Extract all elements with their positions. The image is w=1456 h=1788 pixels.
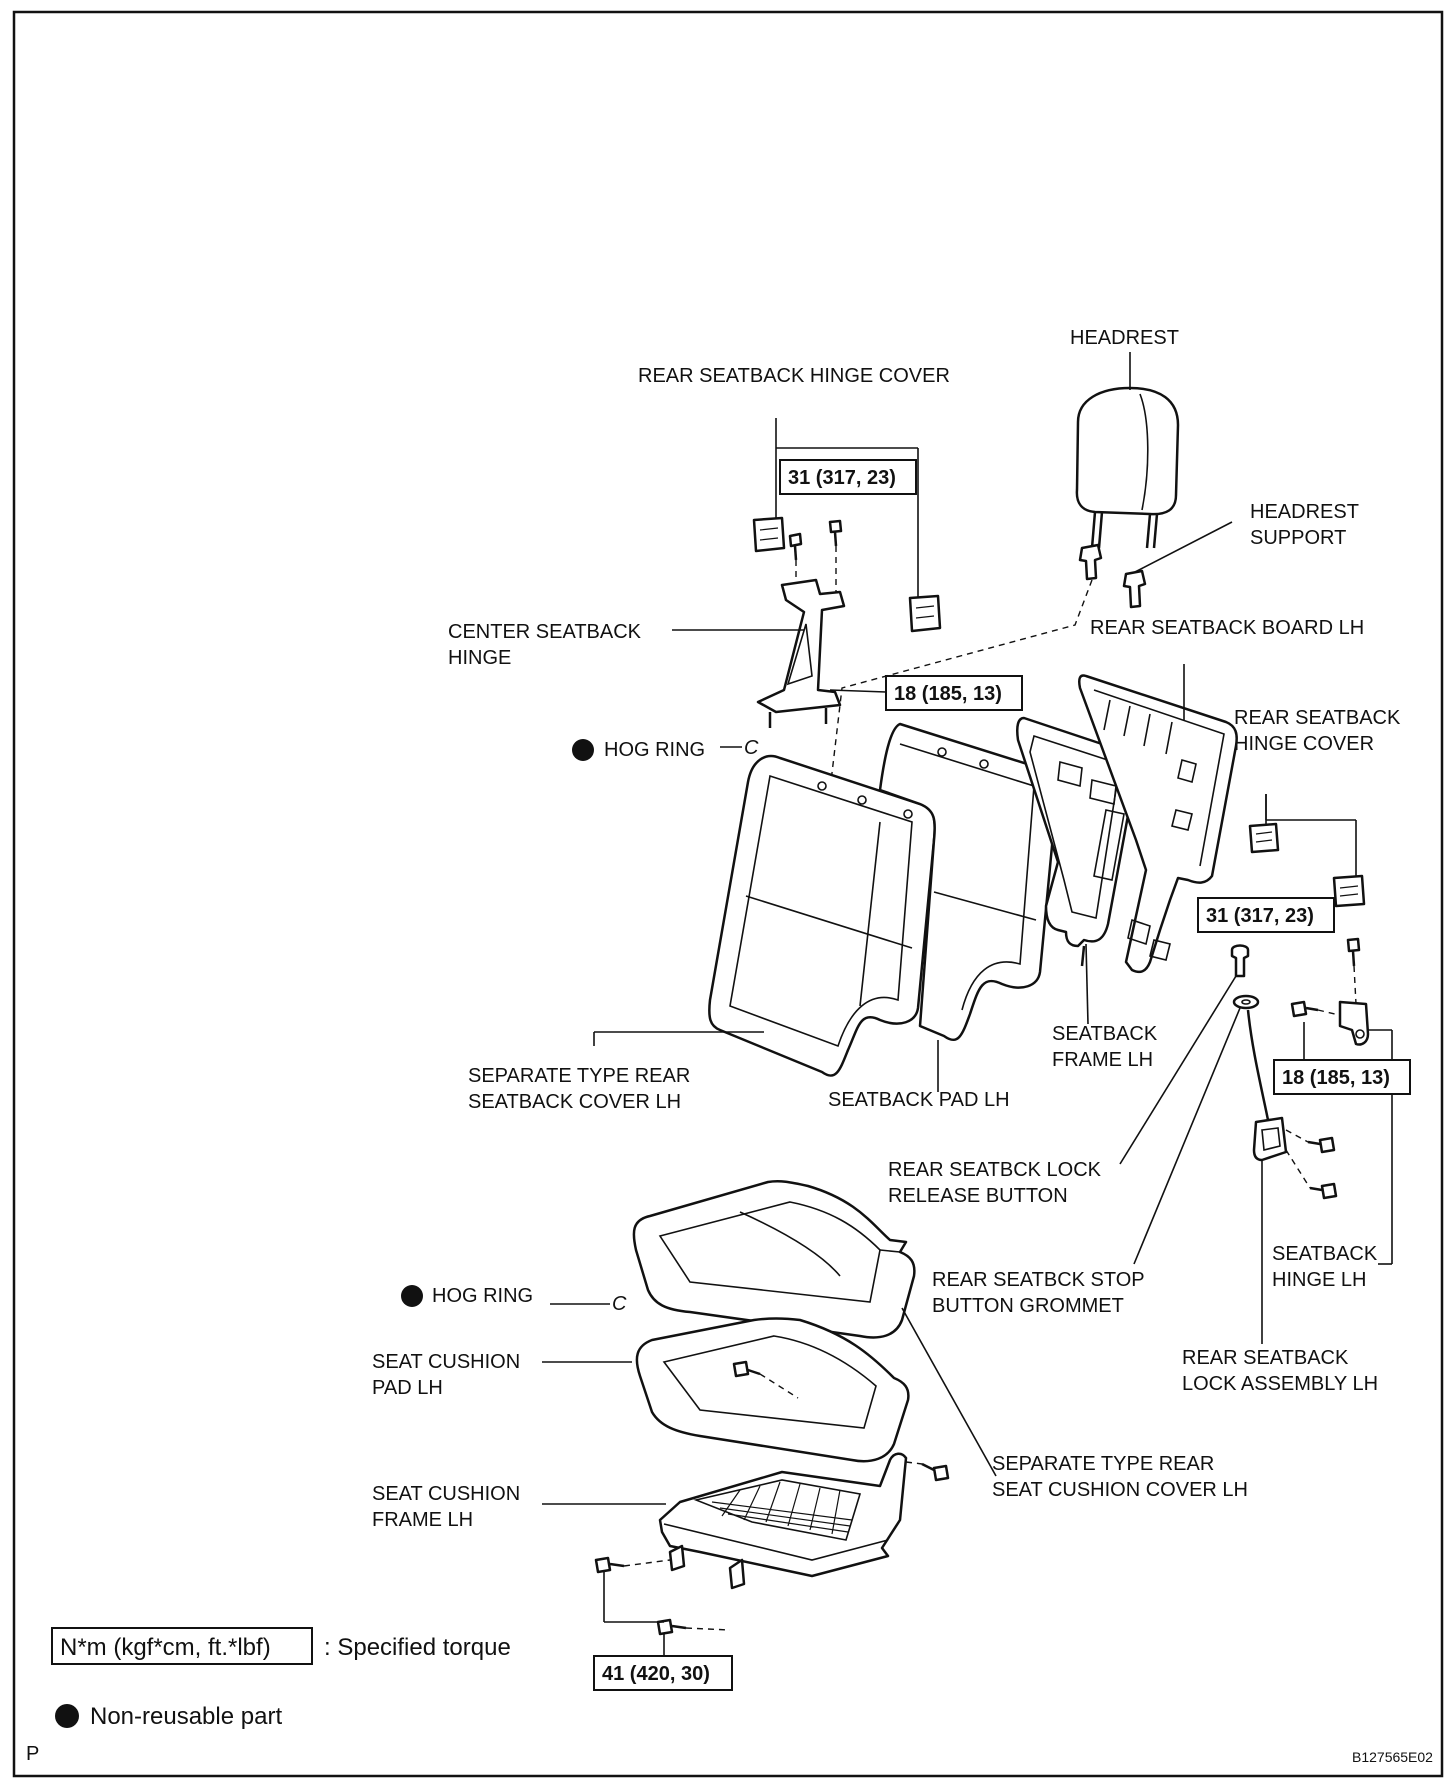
label-hinge-cover-right-2: HINGE COVER xyxy=(1234,733,1374,755)
legend-torque-box xyxy=(51,1627,313,1665)
label-seatback-pad: SEATBACK PAD LH xyxy=(828,1089,1010,1111)
label-center-hinge-1: CENTER SEATBACK xyxy=(448,621,642,643)
stop-button-grommet-part xyxy=(1232,994,1260,1010)
torque-box-hinge-right xyxy=(1197,897,1335,933)
legend-torque-desc: : Specified torque xyxy=(324,1634,511,1661)
legend-torque-units: N*m (kgf*cm, ft.*lbf) xyxy=(60,1634,271,1661)
torque-box-cushion-frame xyxy=(593,1655,733,1691)
seatback-hinge-bolts xyxy=(1290,937,1361,1018)
label-cushion-frame-1: SEAT CUSHION xyxy=(372,1483,520,1505)
hinge-cover-clip-upper xyxy=(1248,822,1280,854)
seat-cushion-cover-part xyxy=(632,1179,916,1339)
hog-ring-glyph-bottom: C xyxy=(612,1293,627,1315)
label-headrest-support-2: SUPPORT xyxy=(1250,527,1346,549)
seat-cushion-frame-part xyxy=(658,1452,950,1590)
label-lock-release-2: RELEASE BUTTON xyxy=(888,1185,1068,1207)
torque-box-seatback-hinge xyxy=(1273,1059,1411,1095)
label-cushion-pad-2: PAD LH xyxy=(372,1377,443,1399)
label-headrest: HEADREST xyxy=(1070,327,1179,349)
label-seatback-hinge-1: SEATBACK xyxy=(1272,1243,1378,1265)
torque-value-seatback-hinge: 18 (185, 13) xyxy=(1282,1067,1390,1089)
center-hinge-bolts xyxy=(788,519,843,561)
label-seatback-cover-2: SEATBACK COVER LH xyxy=(468,1091,681,1113)
label-hog-ring-bottom: HOG RING xyxy=(432,1285,533,1307)
torque-value-cushion-frame: 41 (420, 30) xyxy=(602,1663,710,1685)
legend-non-reusable-text: Non-reusable part xyxy=(90,1703,282,1730)
torque-value-center-hinge: 18 (185, 13) xyxy=(894,683,1002,705)
label-lock-assembly-1: REAR SEATBACK xyxy=(1182,1347,1349,1369)
seat-cushion-pad-part xyxy=(635,1317,910,1463)
torque-value-hinge-right: 31 (317, 23) xyxy=(1206,905,1314,927)
cushion-frame-bolts xyxy=(594,1556,687,1636)
center-seatback-hinge-part xyxy=(756,578,846,728)
seatback-hinge-part xyxy=(1338,1000,1370,1046)
hog-ring-glyph-top: C xyxy=(744,737,759,759)
lock-release-button-part xyxy=(1230,944,1250,978)
label-cushion-cover-2: SEAT CUSHION COVER LH xyxy=(992,1479,1248,1501)
label-headrest-support-1: HEADREST xyxy=(1250,501,1359,523)
label-rear-seatback-hinge-cover-top: REAR SEATBACK HINGE COVER xyxy=(638,365,950,387)
label-lock-assembly-2: LOCK ASSEMBLY LH xyxy=(1182,1373,1378,1395)
hinge-cover-clip-left xyxy=(752,516,786,553)
lock-assembly-part xyxy=(1246,1009,1338,1200)
seatback-cover-part xyxy=(708,754,937,1077)
label-rear-seatback-board: REAR SEATBACK BOARD LH xyxy=(1090,617,1364,639)
torque-value-hinge-top: 31 (317, 23) xyxy=(788,467,896,489)
hinge-cover-clip-right xyxy=(908,594,942,633)
non-reusable-mark-hog-ring-top xyxy=(572,739,594,761)
label-center-hinge-2: HINGE xyxy=(448,647,511,669)
headrest-part xyxy=(1075,386,1180,549)
label-cushion-frame-2: FRAME LH xyxy=(372,1509,473,1531)
label-seatback-frame-1: SEATBACK xyxy=(1052,1023,1158,1045)
non-reusable-mark-hog-ring-bottom xyxy=(401,1285,423,1307)
figure-id: B127565E02 xyxy=(1352,1749,1433,1765)
label-seatback-frame-2: FRAME LH xyxy=(1052,1049,1153,1071)
headrest-support-part xyxy=(1078,543,1147,609)
label-stop-grommet-1: REAR SEATBCK STOP xyxy=(932,1269,1145,1291)
label-hog-ring-top: HOG RING xyxy=(604,739,705,761)
label-cushion-cover-1: SEPARATE TYPE REAR xyxy=(992,1453,1214,1475)
corner-letter: P xyxy=(26,1743,39,1765)
label-lock-release-1: REAR SEATBCK LOCK xyxy=(888,1159,1102,1181)
hinge-cover-clip-lower xyxy=(1332,874,1366,908)
label-hinge-cover-right-1: REAR SEATBACK xyxy=(1234,707,1401,729)
label-seatback-cover-1: SEPARATE TYPE REAR xyxy=(468,1065,690,1087)
seatback-board-part xyxy=(1078,674,1238,974)
legend-non-reusable-mark xyxy=(55,1704,79,1728)
label-stop-grommet-2: BUTTON GROMMET xyxy=(932,1295,1124,1317)
label-cushion-pad-1: SEAT CUSHION xyxy=(372,1351,520,1373)
torque-box-center-hinge xyxy=(885,675,1023,711)
label-seatback-hinge-2: HINGE LH xyxy=(1272,1269,1366,1291)
figure-border xyxy=(12,10,1444,1778)
torque-box-hinge-top xyxy=(779,459,917,495)
